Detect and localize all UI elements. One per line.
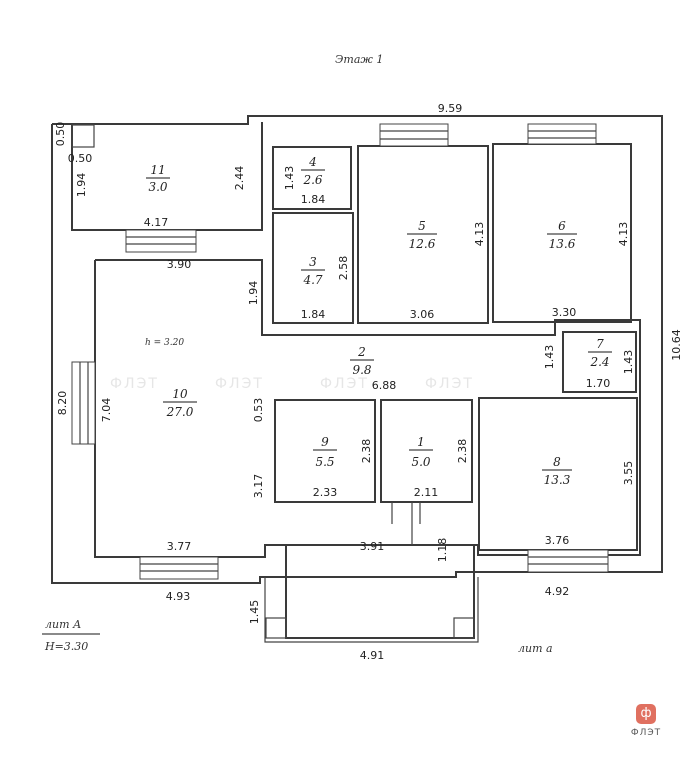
dimension-labels: 9.59 0.50 0.50 1.94 2.44 4.17 1.43 1.84 … (54, 102, 683, 662)
watermark: ФЛЭТ ФЛЭТ ФЛЭТ ФЛЭТ (110, 376, 474, 392)
room-11-area: 3.0 (148, 180, 167, 194)
dim-r1-h: 2.38 (456, 439, 469, 464)
room-6-area: 13.6 (549, 237, 576, 251)
room-2-area: 9.8 (352, 363, 371, 377)
room-5-area: 12.6 (409, 237, 436, 251)
logo-text: ФЛЭТ (630, 728, 662, 738)
dim-porch-w: 4.91 (360, 649, 385, 662)
dim-r3-h-left: 1.94 (247, 281, 260, 306)
dim-bottom-right: 4.92 (545, 585, 570, 598)
legend-lit-small: лит а (518, 642, 553, 655)
windows (71, 123, 609, 580)
room-8-num: 8 (553, 455, 561, 469)
room-10-num: 10 (172, 387, 188, 401)
room-1-num: 1 (417, 435, 425, 449)
room-6-outline (492, 143, 632, 323)
column (71, 124, 95, 148)
room-3-area: 4.7 (302, 273, 322, 287)
room-9-area: 5.5 (315, 455, 334, 469)
watermark-text-4: ФЛЭТ (425, 376, 474, 392)
room-7-outline (562, 331, 637, 393)
room-8-area: 13.3 (544, 473, 571, 487)
room-11-num: 11 (150, 163, 165, 177)
room-5-num: 5 (418, 219, 426, 233)
dim-r11-h: 1.94 (75, 173, 88, 198)
room-6-num: 6 (558, 219, 566, 233)
dim-r7-w: 1.70 (586, 377, 611, 390)
dim-r5-w: 3.06 (410, 308, 435, 321)
dim-top-total: 9.59 (438, 102, 463, 115)
dim-r10-317: 3.17 (252, 474, 265, 499)
room-9-num: 9 (321, 435, 329, 449)
room-3-num: 3 (309, 255, 317, 269)
dim-r3-w: 1.84 (301, 308, 326, 321)
dim-bottom-left: 4.93 (166, 590, 191, 603)
dim-r8-h: 3.55 (622, 461, 635, 486)
dim-r3-h: 2.58 (337, 256, 350, 281)
dim-r9-h: 2.38 (360, 439, 373, 464)
legend-lit: лит А (45, 618, 81, 631)
logo-mark-icon: ф (636, 704, 656, 724)
dim-porch-h: 1.45 (248, 600, 261, 625)
dim-porch-118: 1.18 (436, 538, 449, 563)
room-9-outline (274, 399, 376, 503)
dim-r10-053: 0.53 (252, 398, 265, 423)
watermark-text-2: ФЛЭТ (215, 376, 264, 392)
flat-logo: ф ФЛЭТ (622, 704, 670, 752)
dim-left-050-v: 0.50 (54, 122, 67, 147)
window-bottom-2 (527, 549, 609, 573)
room-3-outline (272, 212, 354, 324)
room-10-area: 27.0 (166, 405, 194, 419)
dim-r8-w: 3.76 (545, 534, 570, 547)
dim-corridor-w: 6.88 (372, 379, 397, 392)
dim-r1-w: 2.11 (414, 486, 439, 499)
room-4-area: 2.6 (302, 173, 322, 187)
dim-left-050-h: 0.50 (68, 152, 93, 165)
room-7-area: 2.4 (589, 355, 609, 369)
dim-r9-w: 2.33 (313, 486, 338, 499)
dim-r11-h2: 2.44 (233, 166, 246, 191)
dim-r11-w: 4.17 (144, 216, 169, 229)
room-4-num: 4 (308, 155, 317, 169)
dim-r10-w-bottom: 3.77 (167, 540, 192, 553)
dim-porch-w-top: 3.91 (360, 540, 385, 553)
dim-r6-w: 3.30 (552, 306, 577, 319)
watermark-text-1: ФЛЭТ (110, 376, 159, 392)
window-left (71, 361, 96, 445)
dim-r7-h: 1.43 (622, 350, 635, 375)
dim-r6-h: 4.13 (617, 222, 630, 247)
dim-r4-w: 1.84 (301, 193, 326, 206)
room-labels: 11 3.0 4 2.6 5 12.6 6 13.6 3 4.7 2 9.8 7… (145, 155, 612, 487)
dim-r10-w-top: 3.90 (167, 258, 192, 271)
dim-r7-h-left: 1.43 (543, 345, 556, 370)
room-4-outline (272, 146, 352, 210)
window-top-1 (379, 123, 449, 147)
dim-left-total: 8.20 (56, 391, 69, 416)
dim-right-total: 10.64 (670, 329, 683, 361)
room-1-outline (380, 399, 473, 503)
room-7-num: 7 (596, 337, 604, 351)
legend: лит А Н=3.30 лит а (42, 618, 553, 655)
dim-r5-h: 4.13 (473, 222, 486, 247)
dim-r10-h: 7.04 (100, 398, 113, 423)
door-1 (391, 502, 421, 545)
room-2-num: 2 (357, 345, 366, 359)
floor-title: Этаж 1 (335, 53, 383, 66)
dim-r4-h: 1.43 (283, 166, 296, 191)
watermark-text-3: ФЛЭТ (320, 376, 369, 392)
door-11 (125, 229, 197, 253)
window-top-2 (527, 123, 597, 145)
room-1-area: 5.0 (411, 455, 430, 469)
ceiling-height: h = 3.20 (145, 338, 184, 348)
legend-height: Н=3.30 (44, 640, 88, 653)
window-bottom-1 (139, 556, 219, 580)
porch (264, 545, 479, 643)
